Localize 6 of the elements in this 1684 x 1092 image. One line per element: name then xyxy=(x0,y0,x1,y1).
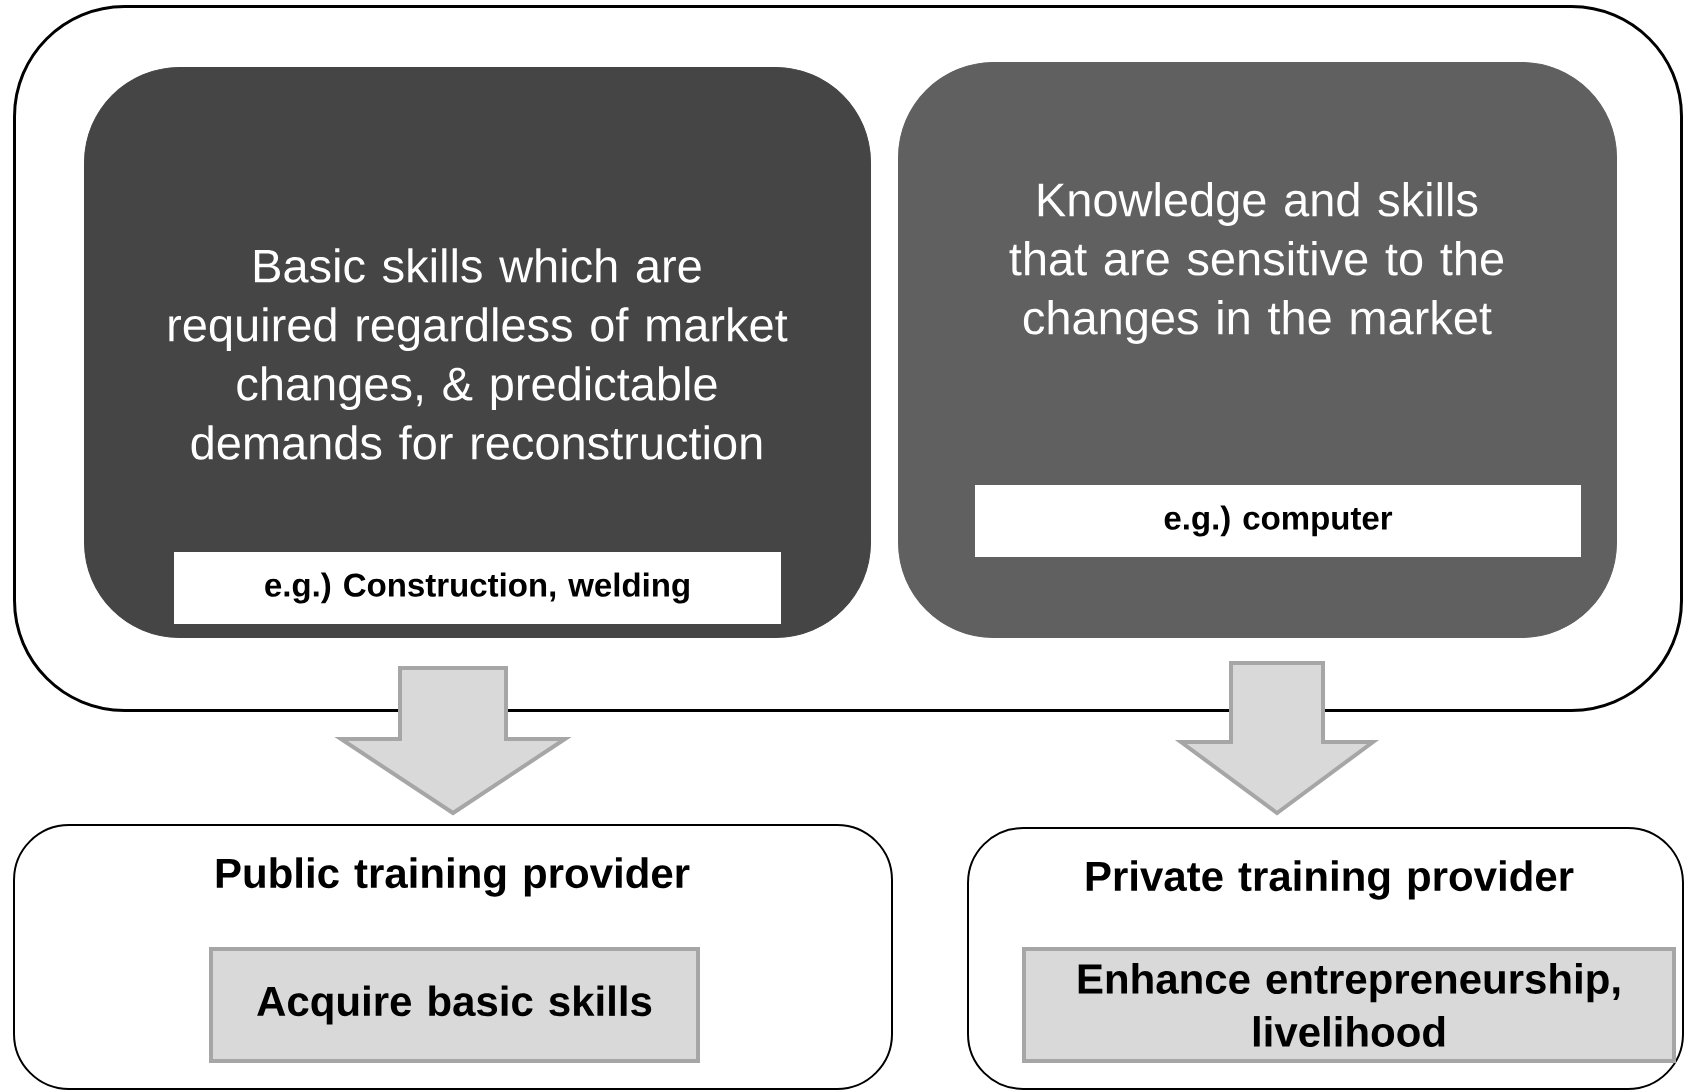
block-arrow xyxy=(1174,661,1380,816)
example-label: e.g.) Construction, welding xyxy=(174,552,781,624)
example-label: e.g.) computer xyxy=(975,485,1581,557)
outcome-box: Acquire basic skills xyxy=(209,947,700,1063)
outcome-box: Enhance entrepreneurship, livelihood xyxy=(1022,947,1676,1063)
block-arrow xyxy=(334,666,572,816)
